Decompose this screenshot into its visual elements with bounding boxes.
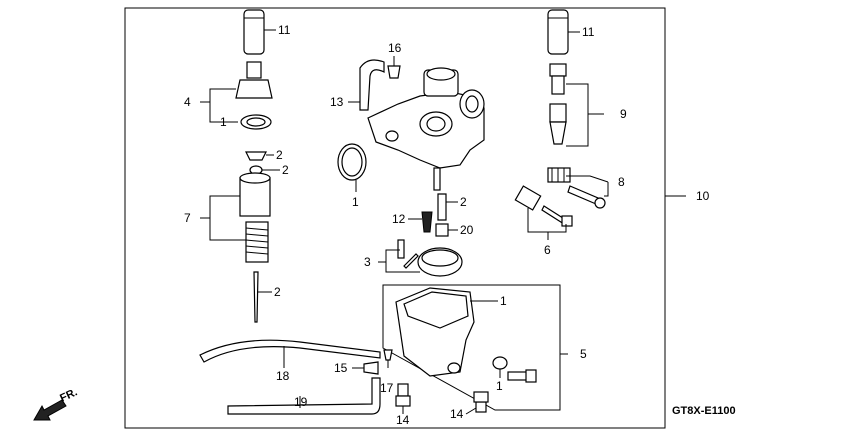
callout-5: 5 (580, 347, 587, 361)
throttle-stop-screw (514, 185, 573, 227)
callout-1-washer: 1 (496, 379, 503, 393)
callout-3: 3 (364, 255, 371, 269)
callout-7: 7 (184, 211, 191, 225)
carburetor-top (235, 61, 273, 99)
throttle-spring (245, 221, 269, 263)
float-chamber (395, 287, 475, 377)
diagram-code: GT8X-E1100 (672, 405, 736, 417)
callout-15: 15 (334, 361, 348, 375)
callout-11-right: 11 (582, 25, 595, 39)
float-valve (421, 211, 433, 233)
callout-1-top: 1 (220, 115, 227, 129)
callout-14-right: 14 (450, 407, 464, 421)
callout-4: 4 (184, 95, 191, 109)
callout-6: 6 (544, 243, 551, 257)
hose-clip (387, 65, 401, 79)
main-jet (437, 193, 447, 221)
jet-holder (435, 223, 449, 237)
callout-20: 20 (460, 223, 474, 237)
callout-19: 19 (294, 395, 308, 409)
jet-needle (253, 271, 259, 323)
callout-17: 17 (380, 381, 394, 395)
front-direction-label: FR. (58, 386, 79, 404)
callout-1-center: 1 (352, 195, 359, 209)
tube-clip (363, 361, 379, 375)
callout-2-jet: 2 (460, 195, 467, 209)
callout-11-left: 11 (278, 23, 291, 37)
callout-10: 10 (696, 189, 710, 203)
callout-13: 13 (330, 95, 344, 109)
callout-2-clip: 2 (276, 148, 283, 162)
carburetor-body (367, 67, 485, 191)
drain-tube (227, 377, 381, 415)
cable-cap-right (547, 9, 569, 55)
callout-2-needle: 2 (274, 285, 281, 299)
drain-screw-left (395, 383, 411, 407)
washer (492, 356, 508, 370)
drain-screw-right (473, 391, 489, 413)
callout-16: 16 (388, 41, 402, 55)
assembly-frame (124, 7, 666, 429)
cable-cap-left (243, 9, 265, 55)
throttle-valve (239, 172, 271, 217)
drain-screw (507, 369, 537, 383)
starter-valve (549, 63, 567, 145)
callout-14-left: 14 (396, 413, 410, 427)
front-arrow-icon (33, 399, 67, 421)
fuel-tube (199, 339, 381, 363)
callout-8: 8 (618, 175, 625, 189)
callout-9: 9 (620, 107, 627, 121)
callout-1-chamber: 1 (500, 294, 507, 308)
callout-2-retainer: 2 (282, 163, 289, 177)
o-ring-top (240, 114, 272, 130)
pilot-screw (547, 167, 606, 209)
tube-clip-small (383, 349, 393, 361)
vent-hose (359, 59, 385, 111)
float-chamber-frame (382, 284, 561, 411)
float-assembly (397, 239, 463, 277)
callout-12: 12 (392, 212, 406, 226)
callout-18: 18 (276, 369, 290, 383)
needle-clip (245, 151, 267, 161)
